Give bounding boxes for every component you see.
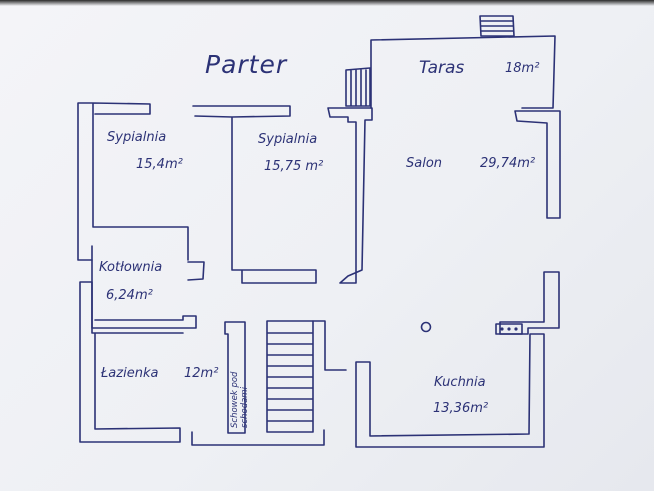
terrace-stairs [479, 15, 515, 37]
room-name-terrace: Taras [419, 58, 465, 78]
room-area-boiler-room: 6,24m² [106, 288, 153, 303]
wall-stairwell-bottom [191, 429, 325, 446]
room-name-salon: Salon [406, 156, 443, 171]
room-name-kitchen: Kuchnia [434, 375, 486, 390]
room-area-terrace: 18m² [505, 61, 540, 76]
plan-title: Parter [205, 50, 288, 79]
wall-bedroom-2 [192, 105, 317, 284]
storage-label-line2: schodami [239, 387, 250, 428]
staircase [266, 320, 314, 433]
chimney-circle [420, 321, 432, 333]
room-name-bedroom-2: Sypialnia [258, 132, 318, 147]
wall-bathroom [79, 281, 184, 443]
room-area-bedroom-1: 15,4m² [136, 157, 183, 172]
wall-stair-right [312, 320, 347, 371]
room-name-bedroom-1: Sypialnia [107, 130, 167, 145]
photo-shadow [0, 0, 654, 6]
stove [495, 323, 523, 335]
entrance-stairs [345, 67, 371, 107]
room-name-bathroom: Łazienka [101, 366, 159, 381]
room-area-bedroom-2: 15,75 m² [264, 159, 324, 174]
room-area-salon: 29,74m² [480, 156, 536, 171]
room-name-boiler-room: Kotłownia [99, 260, 163, 275]
room-area-kitchen: 13,36m² [433, 401, 489, 416]
wall-kitchen [355, 333, 545, 448]
storage-label: Schowek pod schodami [230, 372, 251, 428]
wall-bedroom-1 [77, 102, 189, 261]
wall-hallway [327, 107, 373, 284]
room-area-bathroom: 12m² [184, 366, 219, 381]
wall-storage [224, 321, 246, 434]
terrace-outline [370, 35, 556, 109]
wall-salon-right [514, 110, 561, 219]
